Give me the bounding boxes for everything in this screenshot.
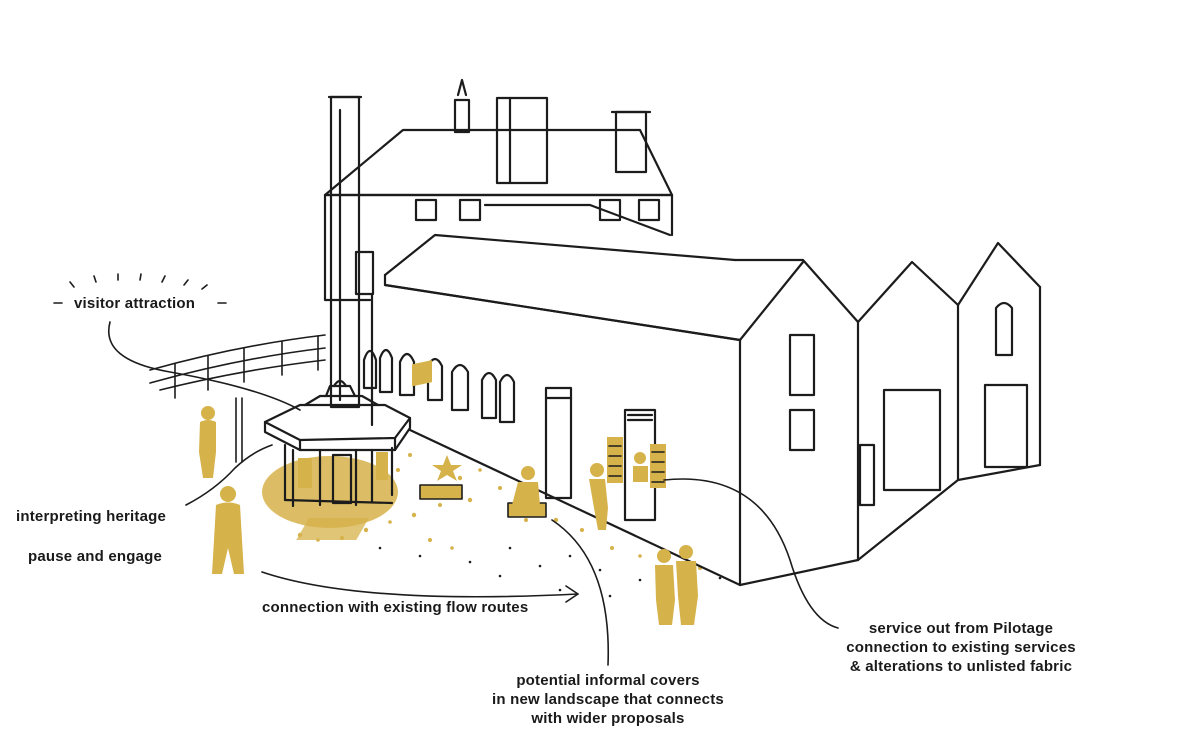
- door-shutters: [607, 437, 666, 488]
- ground-dots: [297, 453, 702, 570]
- label-service-out-line-3: & alterations to unlisted fabric: [849, 658, 1073, 675]
- pavilion: [263, 379, 412, 508]
- label-informal-covers-line-1: potential informal covers: [516, 672, 700, 689]
- ochre-wash: [262, 456, 398, 540]
- label-informal-covers-line-3: with wider proposals: [531, 710, 685, 727]
- people: [199, 406, 698, 625]
- label-interpreting-heritage: interpreting heritage: [16, 508, 167, 525]
- label-service-out: service out from Pilotage connection to …: [826, 619, 1096, 676]
- label-service-out-line-1: service out from Pilotage: [868, 620, 1054, 637]
- label-connection-flow-routes: connection with existing flow routes: [262, 599, 529, 616]
- fence: [149, 334, 326, 463]
- ground-specks: [378, 546, 722, 598]
- attention-burst: [53, 273, 227, 304]
- label-service-out-line-2: connection to existing services: [846, 639, 1076, 656]
- label-informal-covers: potential informal covers in new landsca…: [470, 671, 746, 728]
- label-visitor-attraction: visitor attraction: [74, 295, 196, 312]
- label-pause-and-engage: pause and engage: [28, 548, 163, 565]
- long-shed: [362, 233, 1042, 587]
- label-informal-covers-line-2: in new landscape that connects: [492, 691, 724, 708]
- main-house: [323, 78, 674, 302]
- leader-lines: [108, 321, 839, 666]
- landscape-objects: [412, 360, 547, 518]
